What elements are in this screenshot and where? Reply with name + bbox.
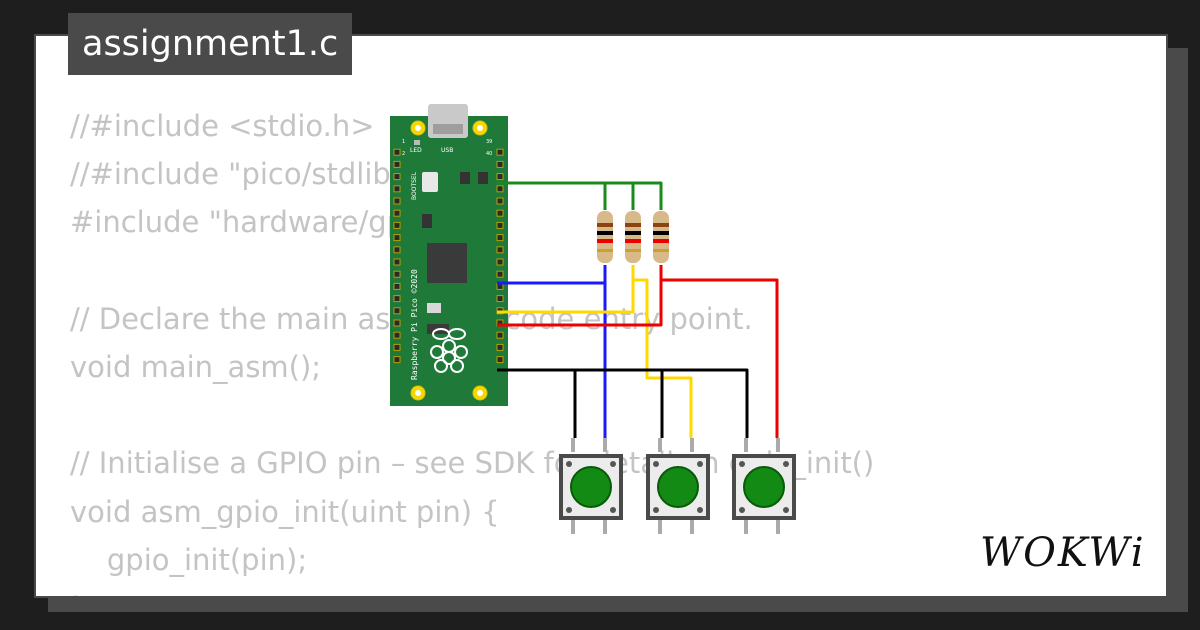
- wokwi-logo: WOKWi: [980, 530, 1146, 576]
- wire-blue[interactable]: [497, 281, 607, 438]
- code-line: gpio_init(pin);: [70, 542, 308, 577]
- mount-hole-center: [477, 125, 483, 131]
- mount-hole-center: [477, 390, 483, 396]
- pin-number: 1: [402, 139, 405, 145]
- wires: [497, 181, 779, 438]
- mount-hole-center: [415, 125, 421, 131]
- gpio-pin[interactable]: [496, 234, 504, 242]
- gpio-pin[interactable]: [393, 246, 401, 254]
- wokwi-logo-text: WOKWi: [980, 530, 1146, 576]
- gpio-pin[interactable]: [393, 319, 401, 327]
- gpio-pin[interactable]: [496, 185, 504, 193]
- code-line: void asm_gpio_init(uint pin) {: [70, 494, 500, 529]
- gpio-pin[interactable]: [496, 160, 504, 168]
- code-line: void main_asm();: [70, 349, 322, 384]
- pin-number: 2: [402, 151, 405, 157]
- pushbutton[interactable]: [732, 438, 796, 534]
- file-name-tag: assignment1.c: [68, 13, 353, 75]
- led-label: LED: [410, 147, 422, 154]
- pushbutton[interactable]: [646, 438, 710, 534]
- bootsel-button[interactable]: [422, 172, 438, 192]
- gpio-pin[interactable]: [393, 295, 401, 303]
- gpio-pin[interactable]: [393, 185, 401, 193]
- gpio-pin[interactable]: [496, 295, 504, 303]
- gpio-pin[interactable]: [393, 197, 401, 205]
- gpio-pin[interactable]: [496, 209, 504, 217]
- gpio-pin[interactable]: [393, 234, 401, 242]
- raspberry-pi-pico-board[interactable]: LED USB BOOTSEL Raspberry Pi Pico ©2020 …: [390, 104, 508, 406]
- wire-red[interactable]: [497, 278, 779, 438]
- gpio-pin[interactable]: [393, 270, 401, 278]
- preview-card: //#include <stdio.h> //#include "pico/st…: [34, 34, 1168, 598]
- gpio-pin[interactable]: [393, 356, 401, 364]
- smd-component: [460, 172, 470, 184]
- code-line: }: [70, 584, 874, 596]
- resistor[interactable]: [625, 211, 641, 263]
- resistor[interactable]: [597, 211, 613, 263]
- usb-port: [433, 124, 463, 134]
- pushbutton[interactable]: [559, 438, 623, 534]
- wire-yellow[interactable]: [497, 265, 635, 314]
- gpio-pin[interactable]: [393, 307, 401, 315]
- gpio-pin[interactable]: [496, 331, 504, 339]
- gpio-pin[interactable]: [393, 209, 401, 217]
- gpio-pin[interactable]: [393, 221, 401, 229]
- gpio-pin[interactable]: [393, 343, 401, 351]
- resistor[interactable]: [653, 211, 669, 263]
- gpio-pin[interactable]: [393, 258, 401, 266]
- smd-component: [478, 172, 488, 184]
- gpio-pin[interactable]: [393, 282, 401, 290]
- gpio-pin[interactable]: [496, 221, 504, 229]
- code-line: //#include <stdio.h>: [70, 109, 375, 143]
- wire-yellow-button[interactable]: [633, 278, 693, 438]
- gpio-pin[interactable]: [496, 148, 504, 156]
- flash-chip: [427, 303, 441, 313]
- rp2040-chip: [427, 243, 467, 283]
- gpio-pin[interactable]: [496, 197, 504, 205]
- gpio-pin[interactable]: [496, 343, 504, 351]
- gpio-pin[interactable]: [393, 148, 401, 156]
- pin-number: 39: [486, 139, 492, 145]
- pin-header-left: [393, 148, 401, 364]
- gpio-pin[interactable]: [393, 160, 401, 168]
- gpio-pin[interactable]: [496, 270, 504, 278]
- usb-label: USB: [441, 147, 453, 154]
- mount-hole-center: [415, 390, 421, 396]
- gpio-pin[interactable]: [496, 356, 504, 364]
- wire-green[interactable]: [497, 181, 663, 210]
- gpio-pin[interactable]: [393, 331, 401, 339]
- pin-number: 40: [486, 151, 492, 157]
- raspberry-pi-logo-icon: [430, 328, 468, 373]
- status-led: [414, 140, 420, 145]
- gpio-pin[interactable]: [496, 173, 504, 181]
- bootsel-label: BOOTSEL: [411, 171, 418, 200]
- gpio-pin[interactable]: [496, 246, 504, 254]
- gpio-pin[interactable]: [496, 258, 504, 266]
- gpio-pin[interactable]: [393, 173, 401, 181]
- smd-component: [422, 214, 432, 228]
- board-model-label: Raspberry Pi Pico ©2020: [410, 269, 419, 380]
- wire-black[interactable]: [497, 368, 749, 438]
